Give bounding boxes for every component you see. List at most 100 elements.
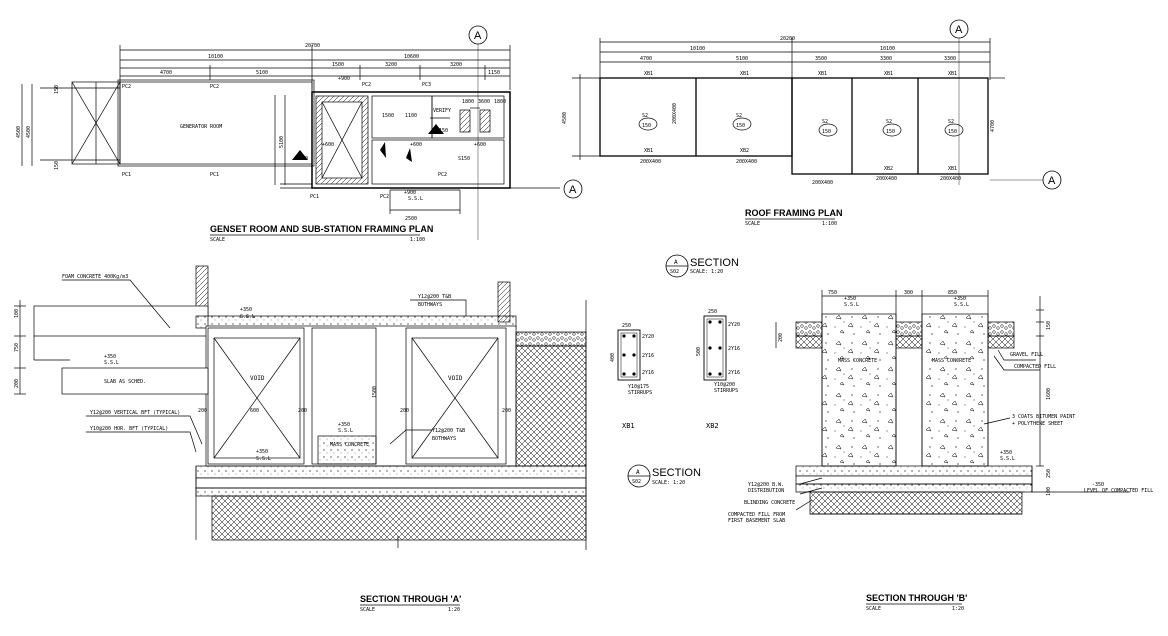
marker-word: SECTION	[652, 467, 701, 479]
level-left: +350	[104, 354, 116, 360]
sec-a-dim: 200	[14, 379, 20, 388]
marker-letter: A	[674, 259, 678, 266]
sec-b-dim: 300	[904, 290, 913, 296]
marker-scale: SCALE: 1:20	[652, 480, 685, 486]
roof-plan-title: ROOF FRAMING PLAN	[745, 208, 843, 218]
both-ways-note: BOTHWAYS	[432, 436, 456, 442]
sec-b-level: +350	[954, 296, 966, 302]
bottom-bar-note: Y12@200 T&B	[432, 428, 465, 434]
compacted-fill-label: COMPACTED FILL	[1014, 364, 1056, 370]
genset-dim: 10100	[208, 54, 223, 60]
sec-a-dim: 100	[14, 309, 20, 318]
slab-thickness: 150	[642, 123, 651, 129]
genset-dim: 3200	[385, 62, 397, 68]
sec-a-dim: 200	[400, 408, 409, 414]
genset-scale-value: 1:100	[410, 237, 425, 243]
void-label: VOID	[448, 375, 463, 382]
beam-tag: XB1	[740, 71, 749, 77]
marker-sheet: S02	[670, 269, 679, 275]
beam-top-bars: 2Y20	[642, 334, 654, 340]
level-ssl: S.S.L	[256, 456, 271, 462]
beam-tag: XB1	[644, 71, 653, 77]
roof-texts: 20200 10100 10100 4700 5100 3500 3300 33…	[562, 36, 996, 227]
marker-letter: A	[636, 469, 640, 476]
slab-tag: S150	[436, 128, 448, 134]
sec-a-scale-word: SCALE	[360, 607, 375, 613]
beam-stirrup-word: STIRRUPS	[714, 388, 738, 394]
level-markers	[292, 124, 444, 162]
slab-tag: S2 150	[818, 119, 838, 137]
side-dim: 150	[54, 85, 60, 94]
sec-a-scale-value: 1:20	[448, 607, 460, 613]
grid-bubble: A	[468, 25, 488, 240]
beam-dim: 200X400	[876, 176, 897, 182]
grid-bubble: A	[990, 170, 1062, 190]
genset-dim: 3200	[450, 62, 462, 68]
section-b-texts: 750 300 850 +350 S.S.L +350 S.S.L MASS C…	[728, 290, 1153, 612]
roof-scale-word: SCALE	[745, 221, 760, 227]
genset-level: +600	[322, 142, 334, 148]
sec-b-dim: 1600	[1046, 388, 1052, 400]
roof-dim: 4700	[640, 56, 652, 62]
grid-bubble-letter: A	[474, 30, 482, 42]
sec-b-dim: 150	[1046, 321, 1052, 330]
sec-b-ssl: S.S.L	[1000, 456, 1015, 462]
genset-dim: 5100	[256, 70, 268, 76]
compacted-level: -350	[1092, 482, 1104, 488]
slab-tag: S2 150	[732, 113, 752, 131]
beam-name: XB1	[622, 422, 635, 430]
beam-height: 500	[696, 347, 702, 356]
roof-dim: 3500	[815, 56, 827, 62]
genset-tag: PC1	[210, 172, 219, 178]
level-top: +350	[240, 307, 252, 313]
genset-framing-plan	[21, 45, 560, 214]
sec-b-dim: 250	[1046, 469, 1052, 478]
sec-b-dim: 200	[778, 333, 784, 342]
genset-plan-title: GENSET ROOM AND SUB-STATION FRAMING PLAN	[210, 224, 433, 234]
sec-b-scale-value: 1:20	[952, 606, 964, 612]
beam-tag: XB1	[884, 71, 893, 77]
genset-tag: PC2	[362, 82, 371, 88]
sec-b-mass-concrete: MASS CONCRETE	[932, 358, 971, 364]
genset-level: +900	[404, 190, 416, 196]
sec-b-dim: 100	[1046, 487, 1052, 496]
slab-thickness: 150	[948, 129, 957, 135]
sec-a-dim: 200	[198, 408, 207, 414]
roof-slab-tags: S2 150 S2 150 S2 150 S2 150 S2 150	[638, 113, 964, 137]
both-ways-note: BOTHWAYS	[418, 302, 442, 308]
void-label: VOID	[250, 375, 265, 382]
roof-dim: 3300	[880, 56, 892, 62]
section-a-texts: FOAM CONCRETE 400Kg/m3 SLAB AS SCHED. Y1…	[14, 274, 511, 613]
beam-detail-xb2: 250 500 2Y20 2Y16 2Y16 Y10@200 STIRRUPS …	[696, 309, 740, 430]
ramp-dim: 2500	[405, 216, 417, 222]
inner-dim: VERIFY	[433, 108, 451, 114]
inner-dim: 3600	[478, 99, 490, 105]
genset-tag: PC2	[210, 84, 219, 90]
beam-stirrup: Y10@200	[714, 382, 735, 388]
marker-sheet: S02	[632, 479, 641, 485]
polythene-note: + POLYTHENE SHEET	[1012, 421, 1063, 427]
sec-a-dim: 600	[250, 408, 259, 414]
beam-bot-bars: 2Y16	[642, 370, 654, 376]
bitumen-note: 3 COATS BITUMEN PAINT	[1012, 414, 1075, 420]
genset-level-ssl: S.S.L	[408, 196, 423, 202]
beam-tag: XB2	[884, 166, 893, 172]
genset-texts: 20700 10100 10600 4700 5100 1500 3200 32…	[16, 43, 506, 243]
genset-dim: 4700	[160, 70, 172, 76]
beam-width: 250	[708, 309, 717, 315]
grid-bubble-letter: A	[569, 184, 577, 196]
slab-thickness: 150	[736, 123, 745, 129]
grid-bubble-letter: A	[955, 24, 963, 36]
sec-b-level-bottom: +350	[1000, 450, 1012, 456]
genset-level: +900	[338, 76, 350, 82]
roof-framing-plan	[572, 38, 1005, 175]
beam-height: 400	[610, 353, 616, 362]
sec-a-dim: 1500	[372, 386, 378, 398]
gravel-fill-label: GRAVEL FILL	[1010, 352, 1043, 358]
side-dim: 150	[54, 161, 60, 170]
side-dim: 5100	[279, 136, 285, 148]
slab-code: S2	[736, 113, 742, 119]
grid-bubble-letter: A	[1048, 175, 1056, 187]
mass-concrete-label: MASS CONCRETE	[330, 442, 369, 448]
genset-scale-word: SCALE	[210, 237, 225, 243]
